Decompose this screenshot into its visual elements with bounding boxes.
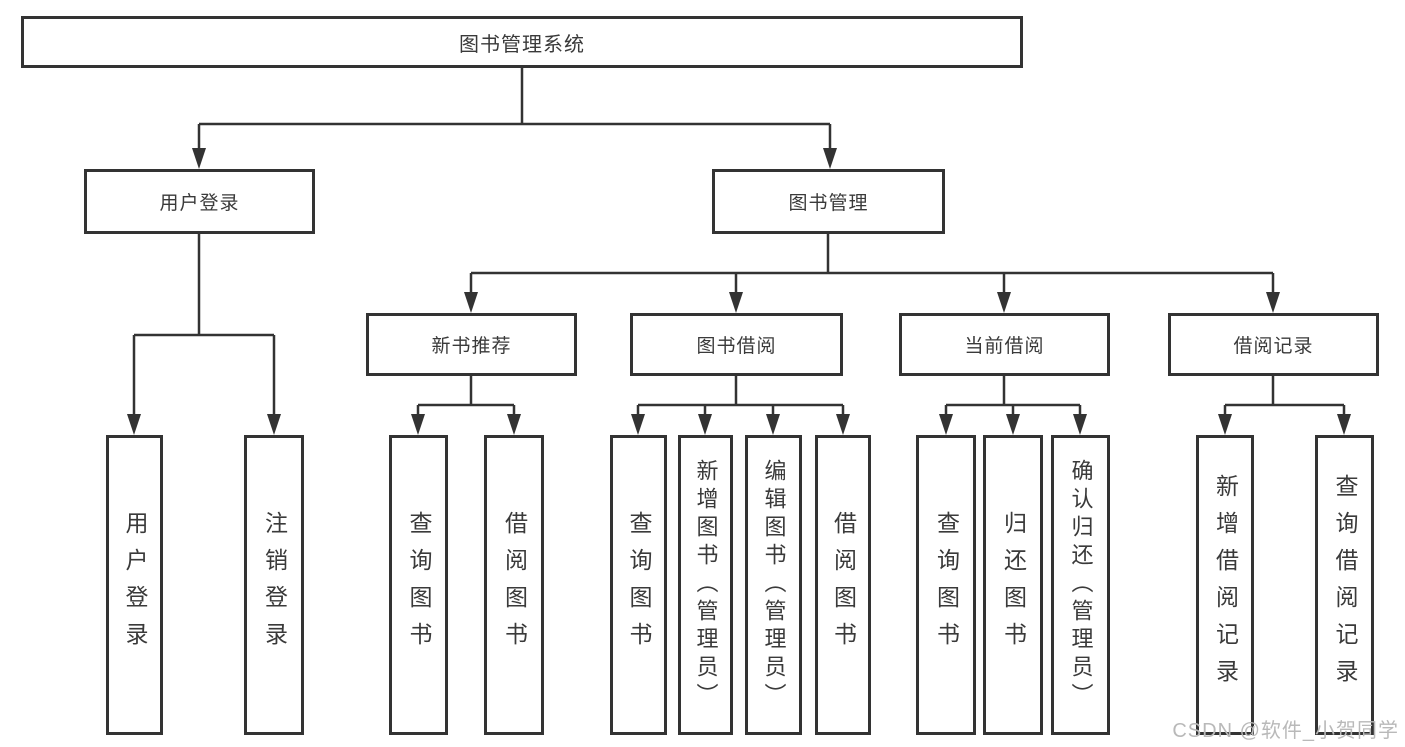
- leaf-add-books-admin: 新增图书（管理员）: [678, 435, 733, 735]
- leaf-borrow-books-1: 借阅图书: [484, 435, 544, 735]
- node-borrowing-records-label: 借阅记录: [1233, 336, 1314, 357]
- leaf-borrow-books-2-label: 借阅图书: [830, 511, 857, 659]
- node-new-book-recommend-label: 新书推荐: [431, 336, 512, 357]
- connector-new-book-recommend-children: [416, 376, 516, 424]
- node-current-borrowing: 当前借阅: [899, 313, 1110, 376]
- connector-book-management-children: [469, 234, 1275, 302]
- node-borrowing-records: 借阅记录: [1168, 313, 1379, 376]
- leaf-confirm-return-admin: 确认归还（管理员）: [1051, 435, 1110, 735]
- connector-book-borrowing-children: [636, 376, 845, 424]
- leaf-edit-books-admin-label: 编辑图书（管理员）: [761, 459, 787, 711]
- leaf-add-borrow-record: 新增借阅记录: [1196, 435, 1254, 735]
- node-root: 图书管理系统: [21, 16, 1023, 68]
- node-book-management: 图书管理: [712, 169, 945, 234]
- leaf-edit-books-admin: 编辑图书（管理员）: [745, 435, 802, 735]
- leaf-add-borrow-record-label: 新增借阅记录: [1212, 474, 1239, 696]
- leaf-return-books: 归还图书: [983, 435, 1043, 735]
- leaf-user-login: 用户登录: [106, 435, 163, 735]
- leaf-query-borrow-record-label: 查询借阅记录: [1332, 474, 1358, 696]
- leaf-query-books-3-label: 查询图书: [933, 511, 960, 659]
- node-current-borrowing-label: 当前借阅: [964, 336, 1045, 357]
- leaf-user-login-label: 用户登录: [122, 511, 148, 659]
- leaf-confirm-return-admin-label: 确认归还（管理员）: [1068, 459, 1094, 711]
- leaf-query-books-2: 查询图书: [610, 435, 667, 735]
- leaf-query-books-1-label: 查询图书: [406, 511, 432, 659]
- node-book-borrowing: 图书借阅: [630, 313, 843, 376]
- arrowheads: [127, 148, 1351, 435]
- leaf-add-books-admin-label: 新增图书（管理员）: [693, 459, 719, 711]
- node-user-login: 用户登录: [84, 169, 315, 234]
- watermark: CSDN @软件_小贺同学: [1172, 720, 1399, 742]
- leaf-query-books-1: 查询图书: [389, 435, 448, 735]
- leaf-query-books-2-label: 查询图书: [626, 511, 652, 659]
- node-book-management-label: 图书管理: [788, 193, 869, 214]
- node-new-book-recommend: 新书推荐: [366, 313, 577, 376]
- leaf-logout-login-label: 注销登录: [261, 511, 288, 659]
- leaf-return-books-label: 归还图书: [1000, 511, 1027, 659]
- node-user-login-label: 用户登录: [159, 193, 240, 214]
- leaf-borrow-books-2: 借阅图书: [815, 435, 871, 735]
- connector-user-login-children: [132, 234, 276, 424]
- leaf-query-books-3: 查询图书: [916, 435, 976, 735]
- connector-root-to-level2: [197, 68, 832, 158]
- leaf-logout-login: 注销登录: [244, 435, 304, 735]
- node-root-label: 图书管理系统: [459, 33, 585, 56]
- node-book-borrowing-label: 图书借阅: [696, 336, 777, 357]
- connector-borrowing-records-children: [1223, 376, 1346, 424]
- leaf-borrow-books-1-label: 借阅图书: [501, 511, 528, 659]
- leaf-query-borrow-record: 查询借阅记录: [1315, 435, 1374, 735]
